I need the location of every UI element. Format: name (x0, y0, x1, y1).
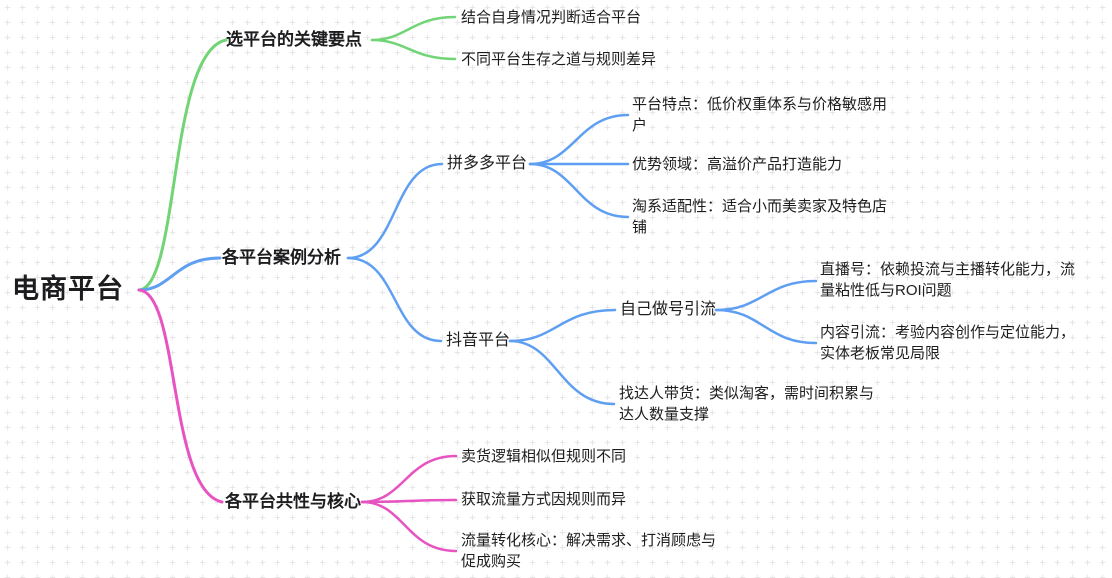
connector-keypoints-to-survival-rules (370, 38, 457, 61)
node-douyin[interactable]: 抖音平台 (446, 332, 511, 349)
node-pinduoduo[interactable]: 拼多多平台 (447, 155, 528, 172)
node-case-analysis[interactable]: 各平台案例分析 (222, 248, 341, 267)
connector-douyin-to-self-account (508, 308, 617, 343)
connector-root-to-commonality (137, 288, 224, 504)
node-commonality-core[interactable]: 各平台共性与核心 (225, 492, 361, 511)
node-content-traffic[interactable]: 内容引流：考验内容创作与定位能力， 实体老板常见局限 (820, 324, 1076, 362)
node-judge-suitable-platform[interactable]: 结合自身情况判断适合平台 (461, 9, 642, 26)
connector-common-to-selling-logic (360, 454, 458, 504)
node-pdd-taobao-fit[interactable]: 淘系适配性：适合小而美卖家及特色店 铺 (632, 198, 888, 236)
connector-selfaccount-to-livestream (714, 279, 818, 312)
node-conversion-core[interactable]: 流量转化核心：解决需求、打消顾虑与 促成购买 (461, 532, 717, 570)
node-selling-logic[interactable]: 卖货逻辑相似但规则不同 (461, 448, 627, 465)
connector-keypoints-to-judge-suitable (370, 15, 457, 42)
node-pdd-platform-traits[interactable]: 平台特点：低价权重体系与价格敏感用 户 (632, 96, 888, 134)
node-self-account-traffic[interactable]: 自己做号引流 (620, 301, 717, 318)
connector-pdd-to-taobao-fit (528, 162, 630, 219)
node-platform-selection-keypoints[interactable]: 选平台的关键要点 (226, 30, 362, 49)
connector-root-to-key-points (137, 38, 228, 292)
connector-selfaccount-to-content (714, 308, 818, 345)
node-platform-survival-rules[interactable]: 不同平台生存之道与规则差异 (461, 51, 657, 68)
node-pdd-advantage-area[interactable]: 优势领域：高溢价产品打造能力 (632, 156, 843, 173)
node-livestream-account[interactable]: 直播号：依赖投流与主播转化能力，流 量粘性低与ROI问题 (820, 261, 1076, 299)
connector-root-to-case-analysis (137, 256, 222, 292)
connector-case-to-pinduoduo (346, 162, 444, 260)
node-influencer-selling[interactable]: 找达人带货：类似淘客，需时间积累与 达人数量支撑 (619, 385, 875, 423)
connector-common-to-conversion-core (360, 500, 458, 553)
connector-pdd-to-traits (528, 113, 630, 166)
connector-douyin-to-influencer (508, 339, 616, 406)
connector-common-to-traffic-methods (360, 498, 458, 504)
connector-case-to-douyin (346, 256, 443, 343)
node-root[interactable]: 电商平台 (12, 274, 124, 304)
node-traffic-methods[interactable]: 获取流量方式因规则而异 (461, 491, 627, 508)
